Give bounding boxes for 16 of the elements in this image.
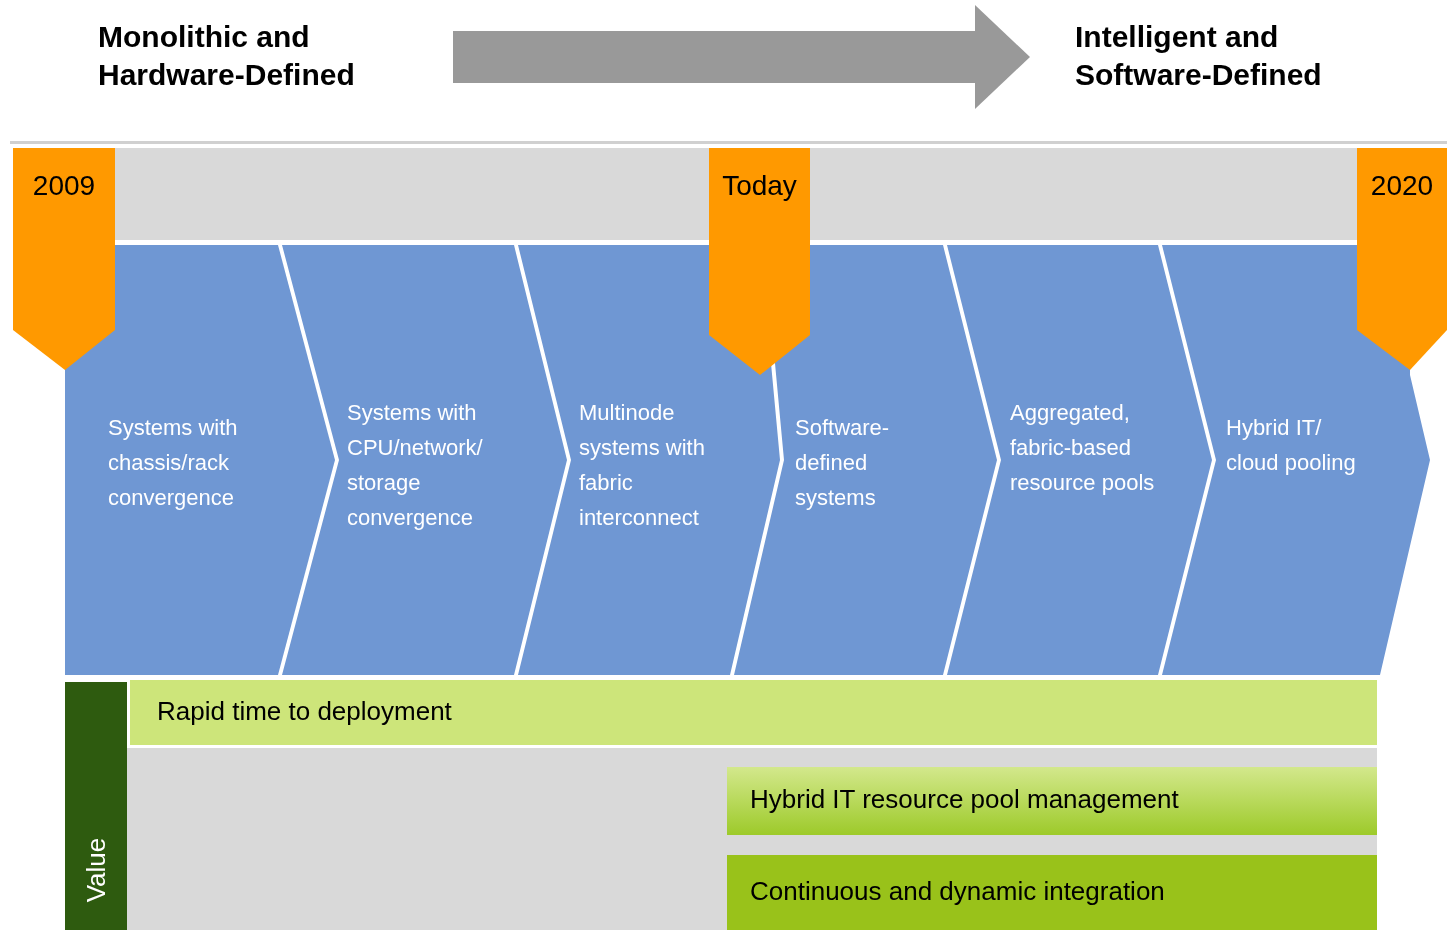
value-text: Rapid time to deployment [157, 695, 453, 728]
value-text: Value [79, 837, 112, 903]
step-text: Systems with CPU/network/ storage convergence [347, 399, 484, 532]
step-text: Aggregated, fabric-based resource pools [1010, 399, 1156, 497]
step-text: Software-defined systems [795, 414, 891, 512]
year-label: 2020 [1369, 169, 1435, 203]
value-text: Hybrid IT resource pool management [750, 783, 1180, 816]
step-text: Hybrid IT/ cloud pooling [1226, 414, 1357, 477]
step-text: Systems with chassis/rack convergence [108, 414, 239, 512]
stage-label: Monolithic and Hardware-Defined [90, 18, 440, 98]
stage-label: Intelligent and Software-Defined [1040, 18, 1440, 98]
year-label: 2009 [31, 169, 97, 203]
step-text: Multinode systems with fabric interconnect [579, 399, 706, 532]
value-text: Continuous and dynamic integration [750, 875, 1166, 908]
progress-arrow [453, 5, 1030, 109]
year-label: Today [721, 169, 798, 203]
